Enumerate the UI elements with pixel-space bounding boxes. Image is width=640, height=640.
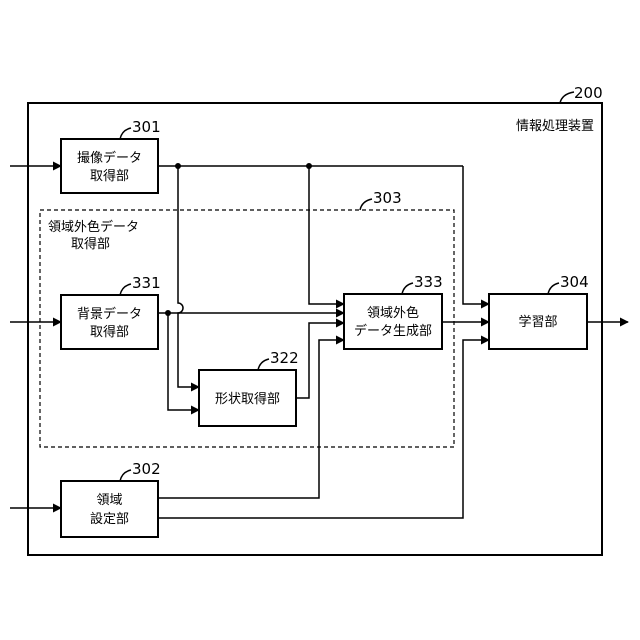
imaging-block-line2: 取得部 (90, 168, 129, 184)
imaging-leader-line (120, 128, 131, 139)
region-block-line1: 領域 (96, 492, 122, 508)
background-leader-line (120, 284, 131, 295)
region-to-learning-connector (158, 340, 489, 518)
group-303-number: 303 (373, 189, 402, 207)
imaging-data-block (61, 139, 158, 193)
generation-block-number: 333 (414, 273, 443, 291)
shape-leader-line (258, 359, 269, 370)
generation-block-line1: 領域外色 (367, 305, 419, 321)
device-number: 200 (574, 84, 603, 102)
device-label: 情報処理装置 (516, 119, 594, 134)
region-leader-line (120, 470, 131, 481)
imaging-to-learning-connector (463, 166, 489, 304)
background-block-line2: 取得部 (90, 324, 129, 340)
imaging-to-generation-connector (309, 166, 344, 304)
group-303-leader-line (360, 199, 372, 210)
device-leader-line (560, 92, 574, 103)
learning-leader-line (548, 283, 559, 294)
region-setting-block (61, 481, 158, 537)
background-block-number: 331 (132, 274, 161, 292)
shape-block-number: 322 (270, 349, 299, 367)
background-to-shape-connector (168, 313, 199, 410)
shape-block-label: 形状取得部 (215, 391, 280, 407)
region-block-number: 302 (132, 460, 161, 478)
background-data-block (61, 295, 158, 349)
imaging-to-shape-connector (178, 166, 199, 387)
imaging-block-line1: 撮像データ (77, 150, 142, 166)
group-303-label-line2: 取得部 (71, 236, 110, 252)
imaging-block-number: 301 (132, 118, 161, 136)
shape-to-generation-connector (296, 323, 344, 398)
learning-block-label: 学習部 (518, 314, 557, 330)
region-block-line2: 設定部 (90, 511, 129, 527)
background-block-line1: 背景データ (77, 306, 142, 322)
group-303-label-line1: 領域外色データ (48, 219, 139, 235)
generation-leader-line (402, 283, 413, 294)
generation-block-line2: データ生成部 (354, 323, 432, 339)
color-data-generation-block (344, 294, 442, 349)
learning-block-number: 304 (560, 273, 589, 291)
